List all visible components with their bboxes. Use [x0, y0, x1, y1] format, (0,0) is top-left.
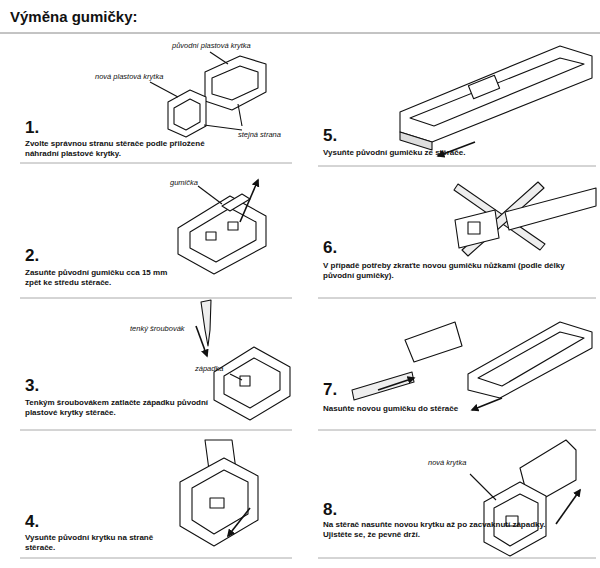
motion-arrow: [196, 326, 207, 356]
step-number: 1.: [25, 118, 55, 138]
cap-detail: [212, 66, 258, 100]
wiper-frame: [400, 46, 592, 142]
instruction-text: V případě potřeby zkraťte novou gumičku …: [323, 261, 568, 280]
part-label: gumička: [170, 178, 220, 187]
panel-rule: [318, 430, 596, 431]
rubber-piece: [455, 210, 499, 248]
original-cap: [205, 56, 266, 110]
instruction-text: Nasuňte novou gumičku do stěrače: [323, 404, 573, 414]
frame-bridge: [468, 75, 499, 98]
rubber-strip: [352, 372, 414, 400]
motion-arrow: [378, 378, 414, 390]
panel-rule: [20, 430, 292, 431]
new-cap: [168, 90, 206, 137]
leader-line: [150, 82, 178, 97]
rubber-strip: [400, 132, 432, 150]
panel-rule: [318, 166, 596, 167]
instruction-text: Zvolte správnou stranu stěrače podle při…: [25, 139, 215, 158]
cap-detail: [192, 470, 248, 534]
step-number: 6.: [323, 238, 353, 258]
strip-profile: [468, 222, 480, 234]
title-rule: [0, 33, 600, 34]
clip-slot: [228, 222, 238, 230]
leader-line: [210, 52, 228, 64]
clip-detail: [224, 358, 280, 408]
frame-detail: [410, 58, 584, 126]
screwdriver: [201, 300, 211, 346]
part-label: nová krytka: [428, 458, 488, 467]
motion-arrow: [556, 490, 580, 524]
frame-detail: [478, 332, 584, 386]
cap-detail: [174, 99, 200, 130]
panel-rule: [20, 163, 292, 164]
instruction-text: Vysuňte původní krytku na straně stěrače…: [25, 533, 155, 552]
new-cap: [484, 482, 546, 556]
panel-rule: [318, 298, 596, 299]
step-number: 2.: [25, 246, 55, 266]
leader-line: [230, 374, 242, 380]
instruction-text: Tenkým šroubovákem zatlačte západku půvo…: [25, 398, 215, 417]
rubber-strip: [505, 188, 596, 230]
clip-slot: [210, 498, 224, 508]
motion-arrow: [240, 180, 258, 222]
instruction-text: Vysuňte původní gumičku ze stěrače.: [323, 148, 573, 158]
title: Výměna gumičky:: [10, 8, 138, 26]
clip-detail: [190, 208, 256, 262]
step-number: 7.: [323, 380, 353, 400]
clip-slot: [206, 232, 216, 240]
step-number: 4.: [25, 512, 55, 532]
panel-rule: [20, 558, 292, 559]
panel-rule: [20, 298, 292, 299]
leader-line: [238, 104, 242, 126]
leader-line: [470, 474, 496, 500]
wiper-clip: [214, 347, 290, 420]
part-label: nová plastová krytka: [95, 72, 185, 81]
motion-arrow: [228, 508, 250, 536]
step-number: 3.: [25, 376, 55, 396]
part-label: západka: [195, 364, 240, 373]
motion-arrow: [472, 398, 502, 410]
step-number: 5.: [323, 126, 353, 146]
leader-line: [198, 186, 222, 204]
part-label: původní plastová krytka: [172, 41, 282, 50]
instruction-text: Na stěrač nasuňte novou krytku až po zac…: [323, 520, 563, 539]
part-label: tenký šroubovák: [130, 324, 210, 333]
wiper-frame: [468, 322, 592, 398]
clip-latch: [240, 376, 250, 386]
panel-rule: [318, 558, 596, 559]
original-cap: [180, 458, 258, 546]
wiper-clip: [405, 322, 462, 362]
leader-line: [204, 125, 242, 130]
part-label: stejná strana: [238, 130, 298, 139]
instruction-text: Zasuňte původní gumičku cca 15 mm zpět k…: [25, 268, 185, 287]
step-number: 8.: [323, 500, 353, 520]
wiper-clip: [178, 196, 266, 274]
